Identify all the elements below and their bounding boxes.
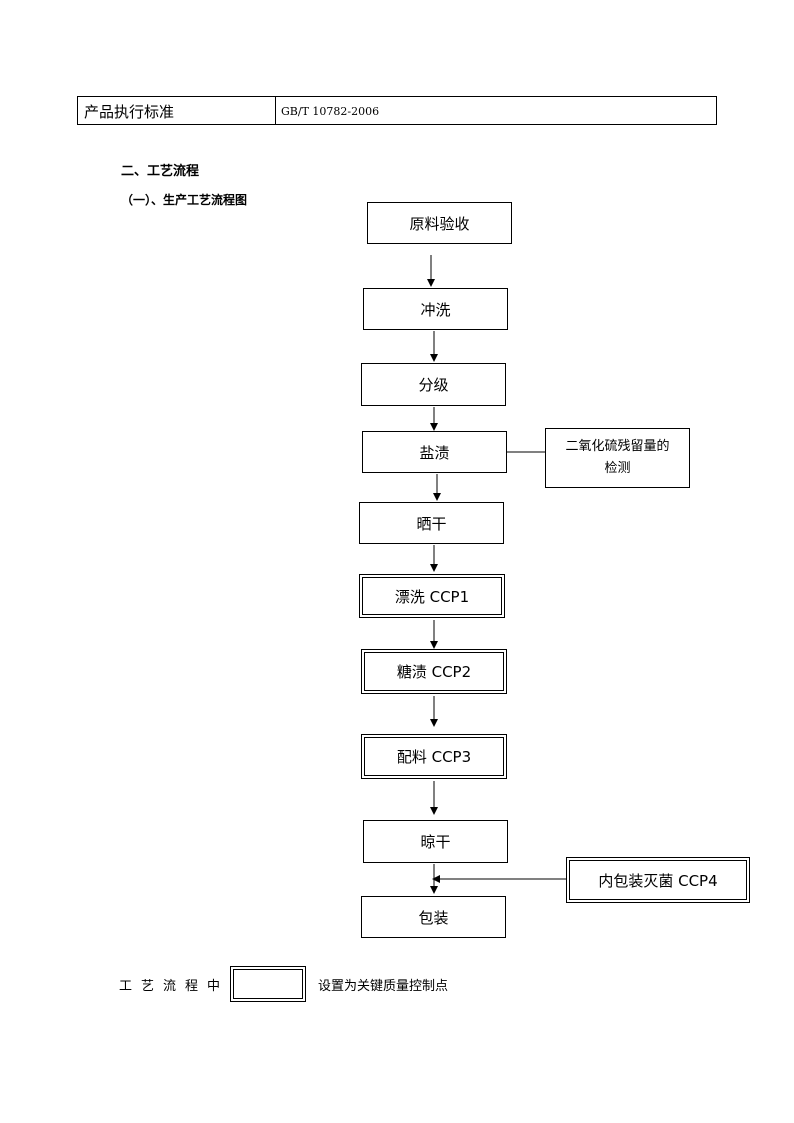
step-sugaring-ccp2: 糖渍 CCP2 <box>361 649 507 694</box>
step-salting: 盐渍 <box>362 431 507 473</box>
sulfur-dioxide-residue-note: 二氧化硫残留量的 检测 <box>545 428 690 488</box>
product-standard-table: 产品执行标准 GB/T 10782-2006 <box>77 96 717 125</box>
legend-ccp-box-sample <box>230 966 306 1002</box>
subsection-title: （一）、生产工艺流程图 <box>121 193 248 207</box>
section-title: 二、工艺流程 <box>121 164 200 179</box>
step-rinsing: 冲洗 <box>363 288 508 330</box>
step-batching-ccp3: 配料 CCP3 <box>361 734 507 779</box>
step-sun-drying: 晒干 <box>359 502 504 544</box>
legend-prefix: 工艺流程中 <box>119 979 230 994</box>
note-line-1: 二氧化硫残留量的 <box>565 439 670 454</box>
step-raw-material-acceptance: 原料验收 <box>367 202 512 244</box>
step-grading: 分级 <box>361 363 506 406</box>
standard-label: 产品执行标准 <box>78 97 276 124</box>
step-air-drying: 晾干 <box>363 820 508 863</box>
standard-value: GB/T 10782-2006 <box>281 105 380 118</box>
step-packaging: 包装 <box>361 896 506 938</box>
note-line-2: 检测 <box>604 461 631 476</box>
step-bleaching-ccp1: 漂洗 CCP1 <box>359 574 505 618</box>
legend-suffix: 设置为关键质量控制点 <box>318 979 449 994</box>
inner-packaging-sterilization-ccp4: 内包装灭菌 CCP4 <box>566 857 750 903</box>
